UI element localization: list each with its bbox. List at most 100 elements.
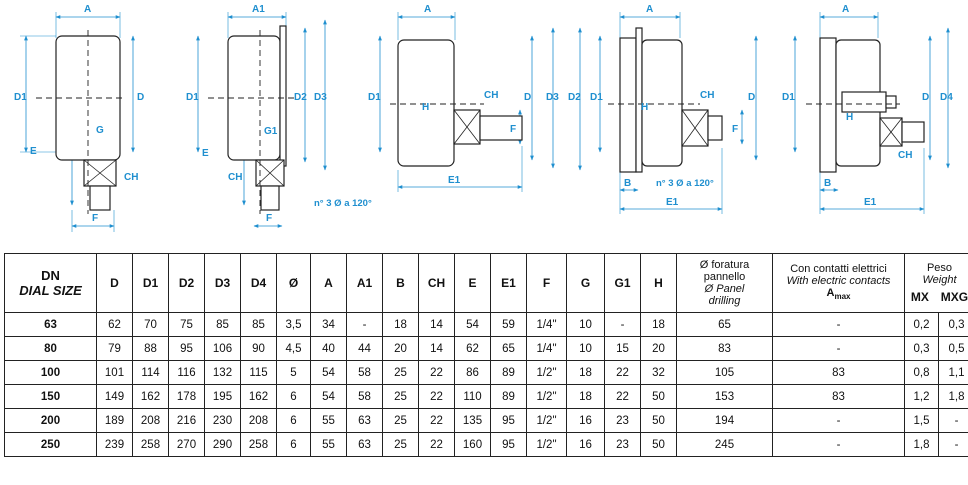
dim-label: F [732,124,738,135]
header-col: A [310,253,347,313]
table-cell: 290 [204,432,241,457]
table-cell: 0,3 [904,336,939,361]
table-cell: 162 [240,384,277,409]
table-cell: 90 [240,336,277,361]
table-cell: 83 [772,360,905,385]
hole-note: n° 3 Ø a 120° [656,178,714,189]
table-cell: 110 [454,384,491,409]
header-col: D4 [240,253,277,313]
dim-label: H [641,102,648,113]
table-cell: 115 [240,360,277,385]
header-col: D [96,253,133,313]
table-cell: 85 [204,312,241,337]
table-cell: 1,1 [938,360,968,385]
table-cell: 0,2 [904,312,939,337]
table-cell: 0,8 [904,360,939,385]
table-cell: 1,8 [904,432,939,457]
dim-label: G [96,125,104,136]
table-cell: 1/4" [526,312,567,337]
table-cell: 189 [96,408,133,433]
table-cell: 62 [96,312,133,337]
header-col: D1 [132,253,169,313]
dim-label: F [266,213,272,224]
dim-label: A1 [252,4,265,15]
table-cell: 85 [240,312,277,337]
table-cell: 16 [566,432,605,457]
table-cell: 25 [382,432,419,457]
table-cell: 6 [276,408,311,433]
table-cell: 50 [640,432,677,457]
dimensions-table: DN DIAL SIZE D D1 D2 D3 D4 Ø A A1 B CH E… [4,253,968,457]
table-cell: 20 [382,336,419,361]
table-cell: 208 [132,408,169,433]
table-cell: 132 [204,360,241,385]
table-cell: 10 [566,336,605,361]
table-cell: 106 [204,336,241,361]
dim-label: A [424,4,431,15]
table-cell: 40 [310,336,347,361]
table-cell: 195 [204,384,241,409]
header-foratura-line4: drilling [708,295,741,307]
table-cell: - [938,432,968,457]
table-cell: 116 [168,360,205,385]
table-cell: 162 [132,384,169,409]
table-cell: 270 [168,432,205,457]
dim-label: D3 [546,92,559,103]
table-cell: 153 [676,384,773,409]
table-cell: 50 [640,408,677,433]
table-cell: 245 [676,432,773,457]
table-cell: 178 [168,384,205,409]
dim-label: H [422,102,429,113]
table-cell: 89 [490,384,527,409]
table-cell: 54 [310,360,347,385]
dim-label: B [824,178,831,189]
table-cell: 20 [640,336,677,361]
dim-label: D1 [590,92,603,103]
table-cell: 6 [276,384,311,409]
header-col: E1 [490,253,527,313]
table-cell: 10 [566,312,605,337]
header-contatti-amax-sub: max [834,292,851,302]
table-cell: 95 [490,408,527,433]
table-cell: 65 [490,336,527,361]
header-contatti-amax: A [826,286,835,299]
dim-label: CH [124,172,138,183]
header-col: D2 [168,253,205,313]
dim-label: E [30,146,37,157]
table-cell: - [604,312,641,337]
table-cell: 25 [382,360,419,385]
table-cell: 150 [4,384,97,409]
dim-label: D2 [568,92,581,103]
table-cell: 101 [96,360,133,385]
dim-label: CH [484,90,498,101]
table-cell: 65 [676,312,773,337]
table-cell: 59 [490,312,527,337]
table-cell: 100 [4,360,97,385]
table-cell: - [772,432,905,457]
table-cell: 18 [566,360,605,385]
technical-drawings: A D1 D E G CH F A1 D1 D2 D3 E G1 CH F n°… [14,4,953,232]
table-cell: 55 [310,408,347,433]
table-cell: 54 [310,384,347,409]
dim-label: D1 [368,92,381,103]
table-cell: 62 [454,336,491,361]
table-cell: 18 [566,384,605,409]
dim-label: A [842,4,849,15]
dim-label: H [846,112,853,123]
table-cell: 95 [168,336,205,361]
table-cell: 160 [454,432,491,457]
dim-label: D3 [314,92,327,103]
table-cell: 1,5 [904,408,939,433]
table-cell: 63 [4,312,97,337]
header-col: E [454,253,491,313]
header-electric-contacts: Con contatti elettrici With electric con… [772,253,905,313]
dim-label: D1 [782,92,795,103]
header-contatti-line2: With electric contacts [786,274,891,287]
dim-label: CH [700,90,714,101]
